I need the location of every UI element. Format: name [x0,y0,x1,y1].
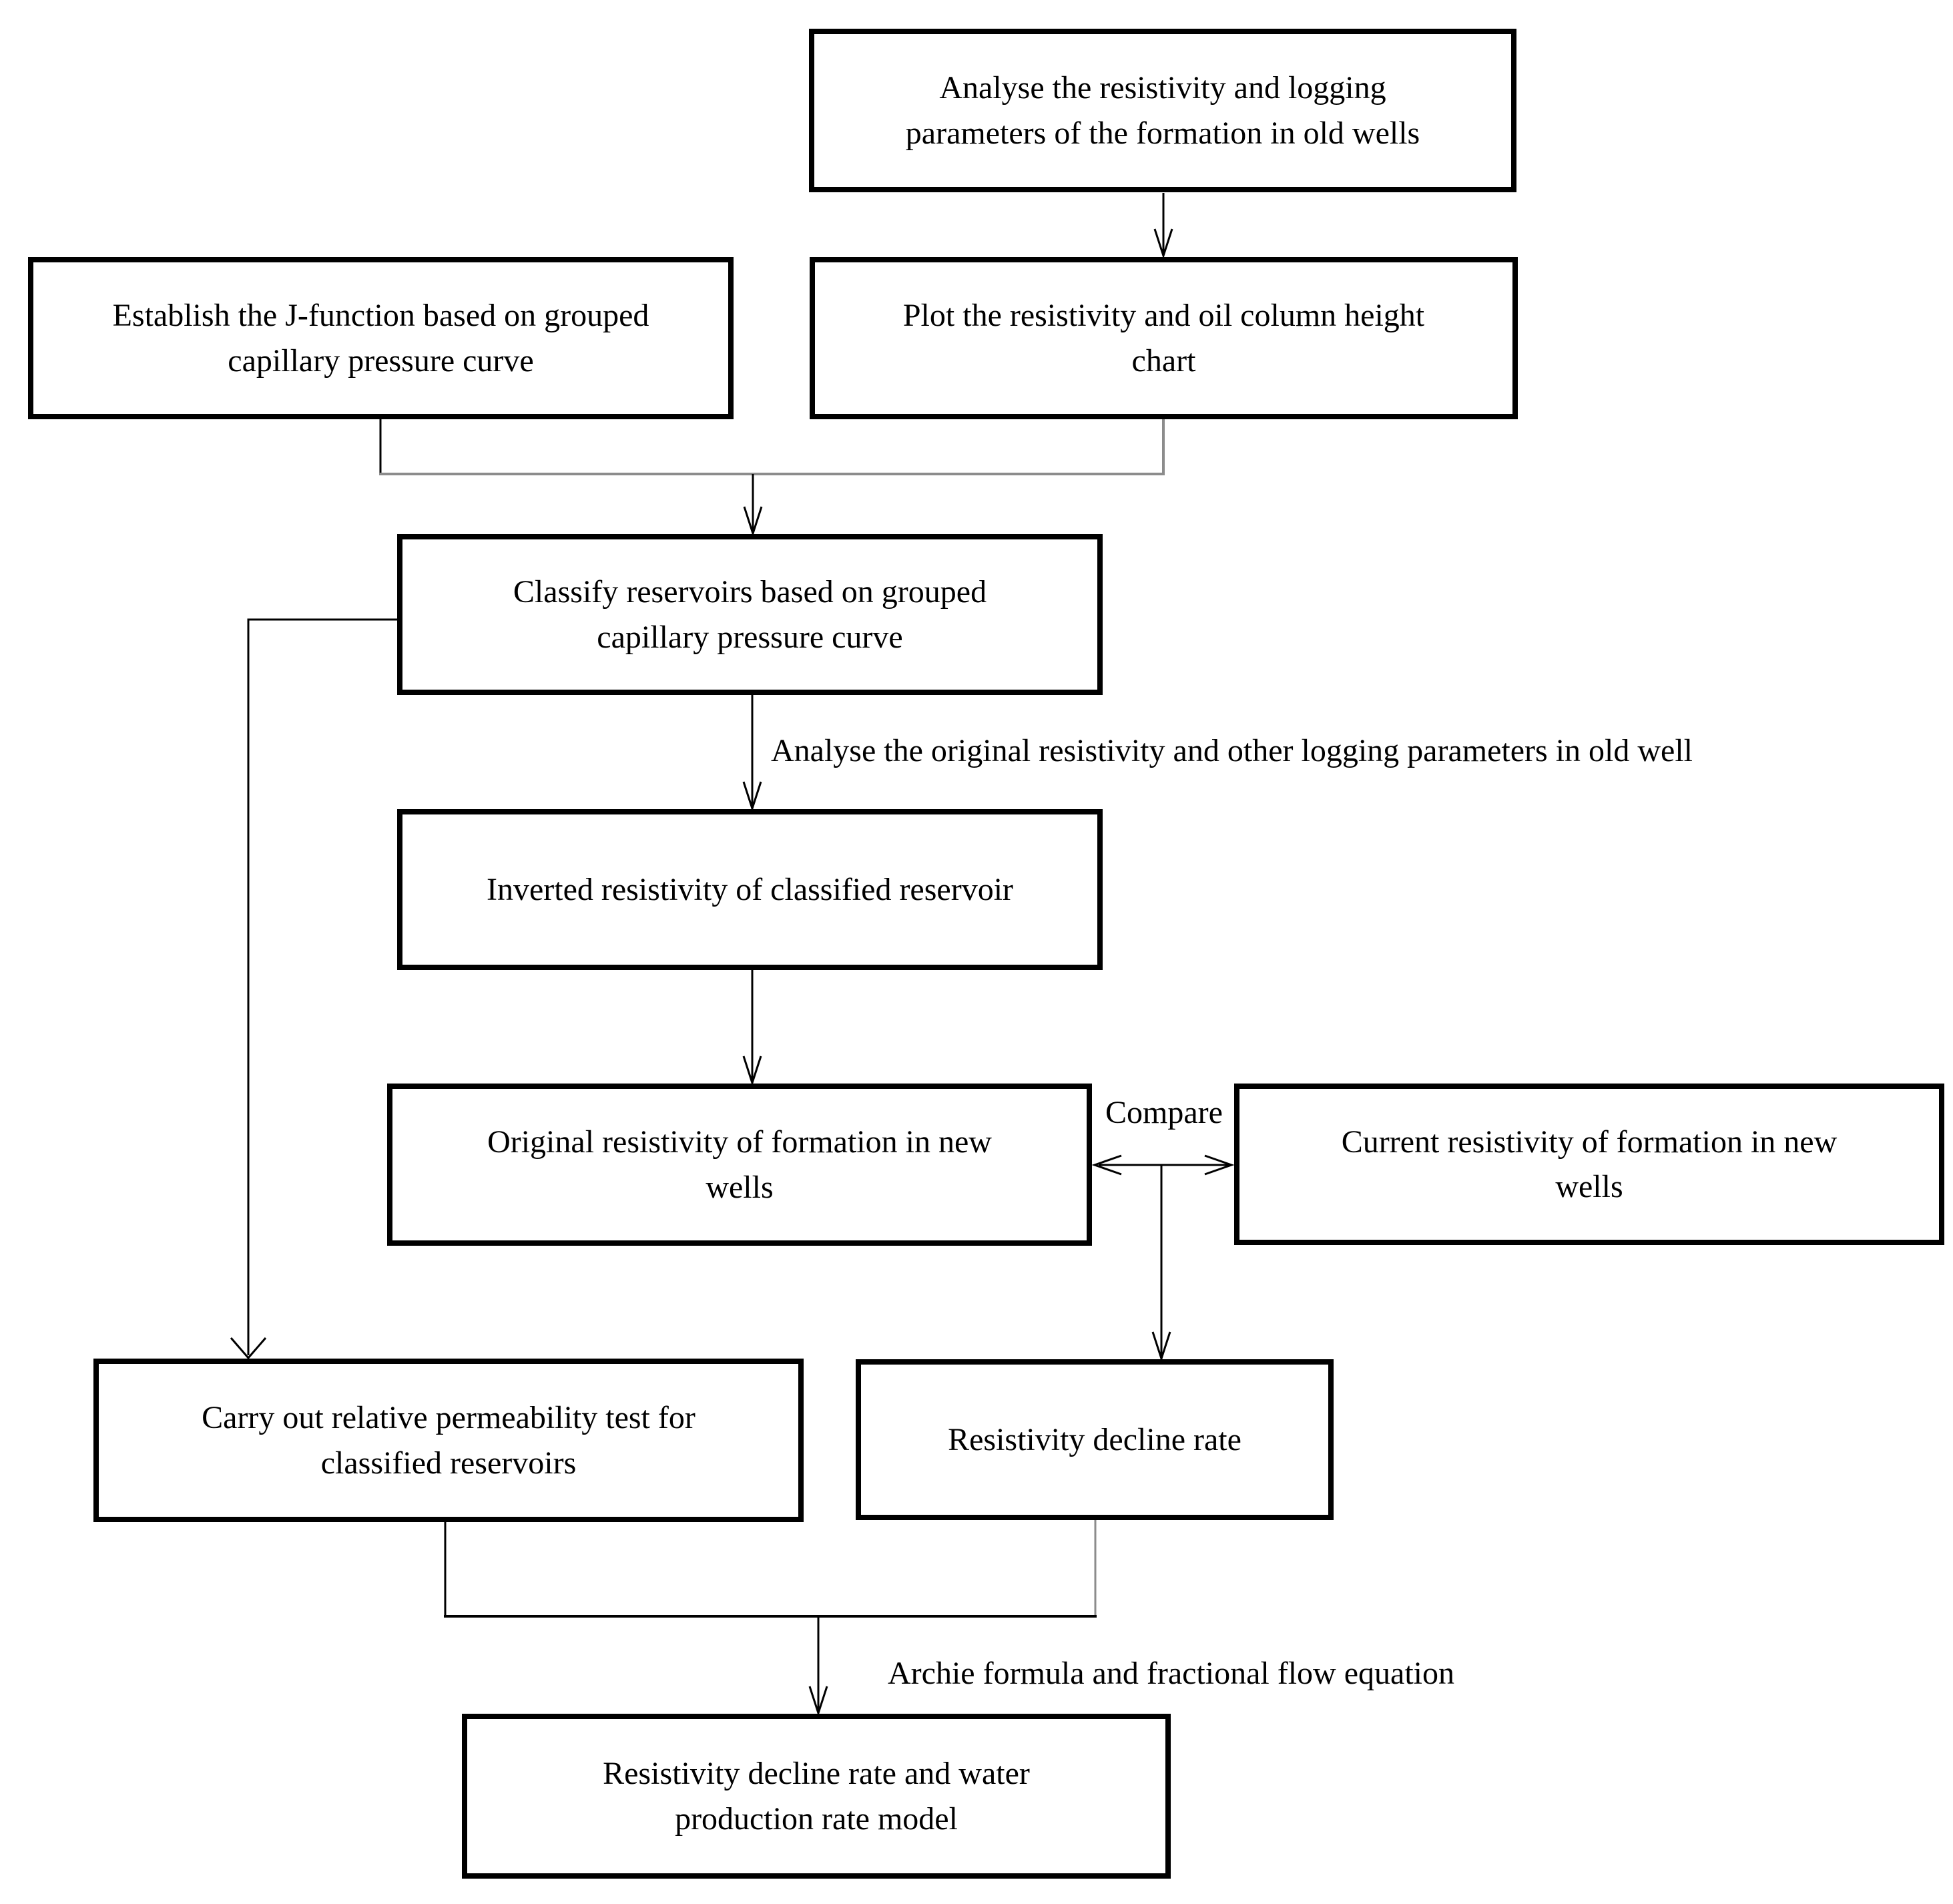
box-label-decline-rate-water-model: Resistivity decline rate and water produ… [603,1756,1030,1837]
edge-merge-to-classify [743,474,763,537]
edge-compare-double-arrow [1091,1154,1235,1176]
flow-box-current-resistivity-new-wells: Current resistivity of formation in new … [1234,1084,1944,1245]
flow-box-inverted-resistivity: Inverted resistivity of classified reser… [397,809,1103,970]
box-label-classify-reservoirs: Classify reservoirs based on grouped cap… [513,574,987,655]
edge-analyse-to-plot [1153,193,1173,259]
edge-label-archie: Archie formula and fractional flow equat… [888,1656,1454,1691]
box-label-resistivity-decline-rate: Resistivity decline rate [948,1421,1241,1457]
edge-merge-to-model [808,1616,828,1716]
box-label-plot-resistivity-chart: Plot the resistivity and oil column heig… [902,298,1425,379]
flow-box-resistivity-decline-rate: Resistivity decline rate [856,1359,1334,1520]
flow-box-decline-rate-water-model: Resistivity decline rate and water produ… [462,1714,1171,1879]
box-label-original-resistivity-new-wells: Original resistivity of formation in new… [487,1124,992,1205]
flow-box-establish-j-function: Establish the J-function based on groupe… [28,257,734,419]
flow-box-relative-permeability-test: Carry out relative permeability test for… [93,1359,804,1522]
flow-box-original-resistivity-new-wells: Original resistivity of formation in new… [387,1084,1092,1246]
flow-box-classify-reservoirs: Classify reservoirs based on grouped cap… [397,534,1103,695]
box-label-analyse-old-wells: Analyse the resistivity and logging para… [905,70,1420,151]
box-label-inverted-resistivity: Inverted resistivity of classified reser… [486,871,1014,907]
box-label-current-resistivity-new-wells: Current resistivity of formation in new … [1341,1124,1838,1204]
edge-classify-to-inverted [742,695,762,812]
edge-label-analyse-original: Analyse the original resistivity and oth… [771,733,1693,768]
edge-compare-to-decline-rate [1151,1165,1171,1362]
box-label-establish-j-function: Establish the J-function based on groupe… [112,298,649,379]
flow-box-plot-resistivity-chart: Plot the resistivity and oil column heig… [810,257,1518,419]
edge-inverted-to-original [742,970,762,1086]
edge-classify-to-permeability [230,618,397,1360]
flow-box-analyse-old-wells: Analyse the resistivity and logging para… [809,29,1516,192]
edge-label-compare: Compare [1105,1095,1223,1130]
box-label-relative-permeability-test: Carry out relative permeability test for… [202,1400,695,1481]
